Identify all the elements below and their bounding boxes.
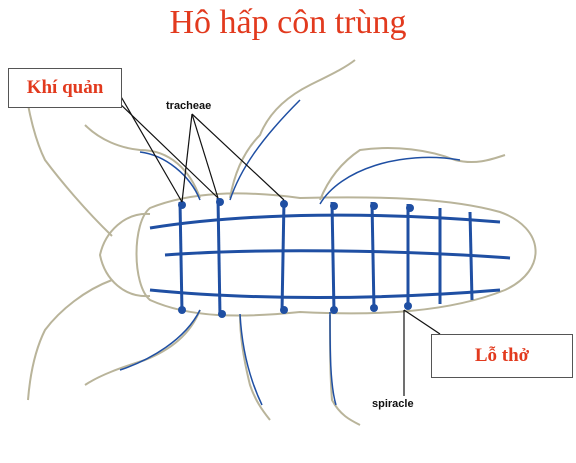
label-lo-tho: Lỗ thở — [431, 334, 573, 378]
label-spiracle: spiracle — [372, 398, 414, 410]
insect-outline — [24, 59, 537, 426]
label-tracheae: tracheae — [166, 100, 212, 112]
label-lo-tho-text: Lỗ thở — [474, 345, 530, 366]
label-khi-quan-text: Khí quản — [26, 77, 104, 98]
spiracles — [178, 198, 414, 318]
leader-lines — [115, 87, 441, 396]
tracheal-network — [119, 99, 511, 406]
diagram-title: Hô hấp côn trùng — [169, 4, 407, 41]
label-khi-quan: Khí quản — [8, 68, 122, 108]
